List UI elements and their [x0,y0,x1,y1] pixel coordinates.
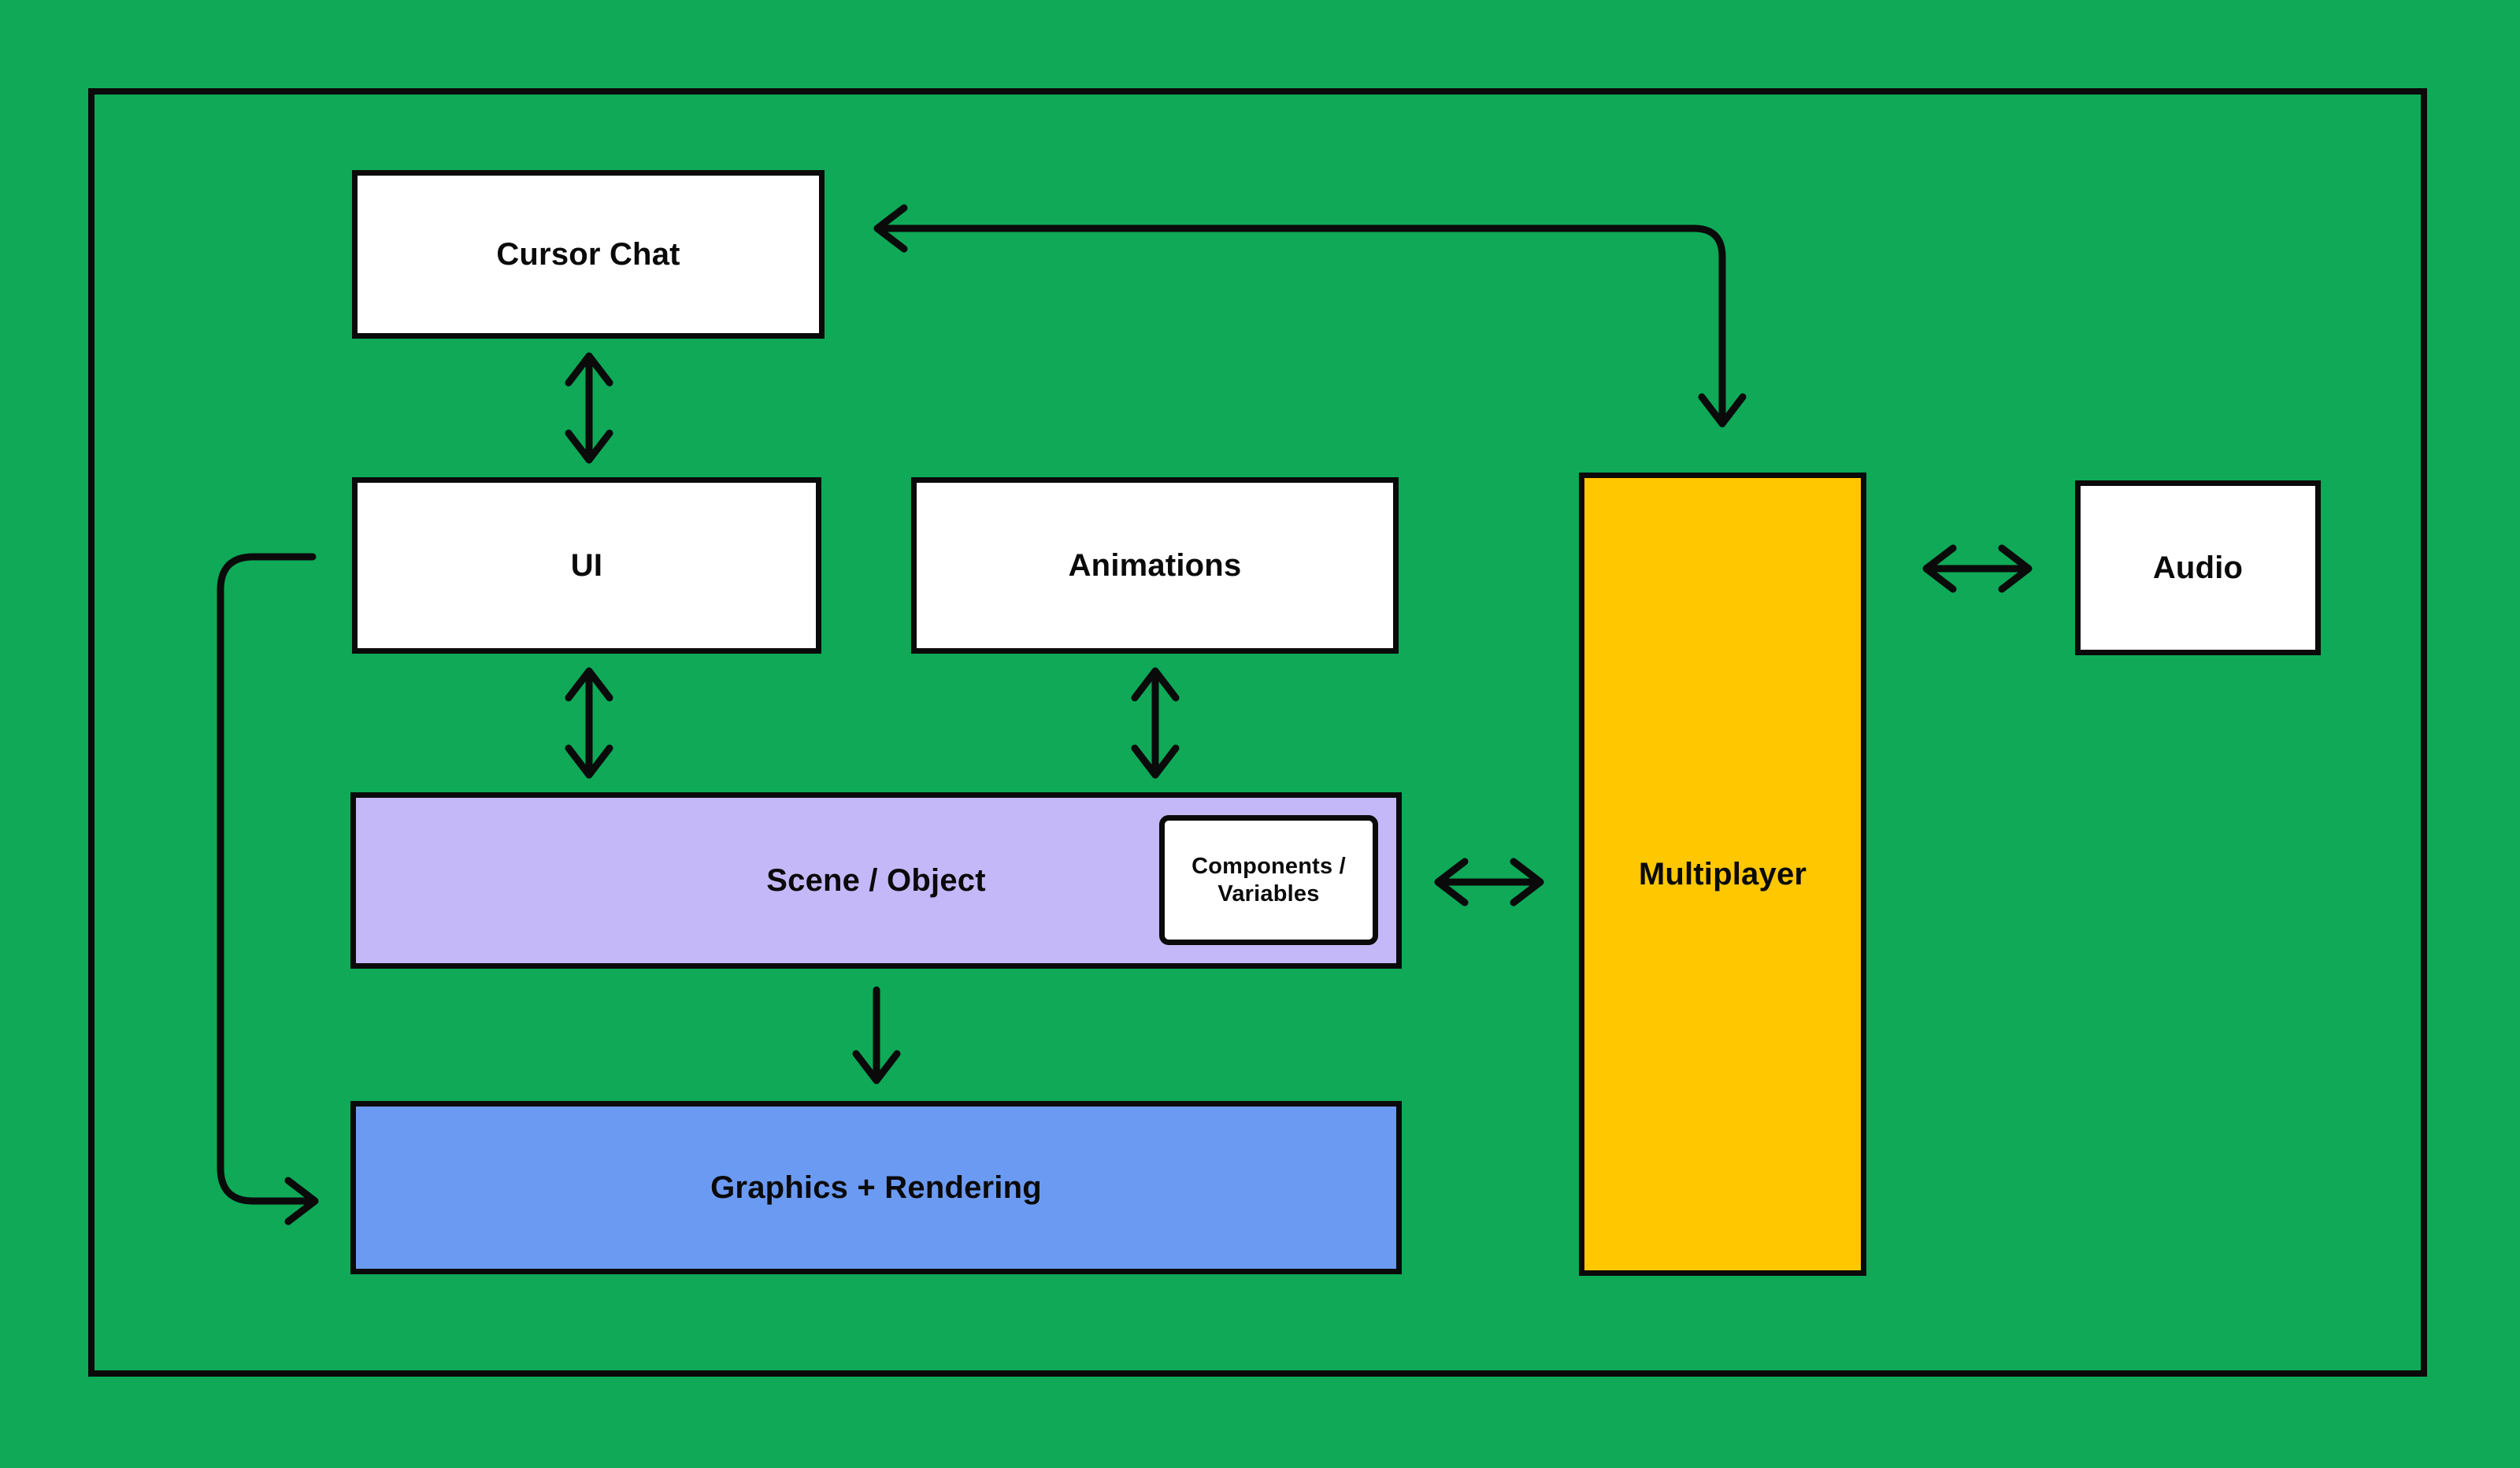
node-audio-label: Audio [2152,550,2244,585]
node-graphics-rendering-label: Graphics + Rendering [710,1170,1042,1205]
node-cursor-chat: Cursor Chat [352,170,825,339]
node-animations: Animations [911,477,1399,654]
node-animations-label: Animations [1068,547,1242,583]
node-cursor-chat-label: Cursor Chat [496,236,680,272]
node-graphics-rendering: Graphics + Rendering [350,1101,1402,1274]
outer-frame-border [88,88,2427,1377]
node-scene-object-label: Scene / Object [766,862,986,898]
node-ui-label: UI [570,547,603,583]
node-components-variables-label: Components / Variables [1191,853,1346,906]
node-audio: Audio [2075,480,2321,655]
node-ui: UI [352,477,821,654]
node-multiplayer: Multiplayer [1579,473,1866,1276]
node-multiplayer-label: Multiplayer [1638,856,1807,892]
node-components-variables: Components / Variables [1159,815,1378,945]
